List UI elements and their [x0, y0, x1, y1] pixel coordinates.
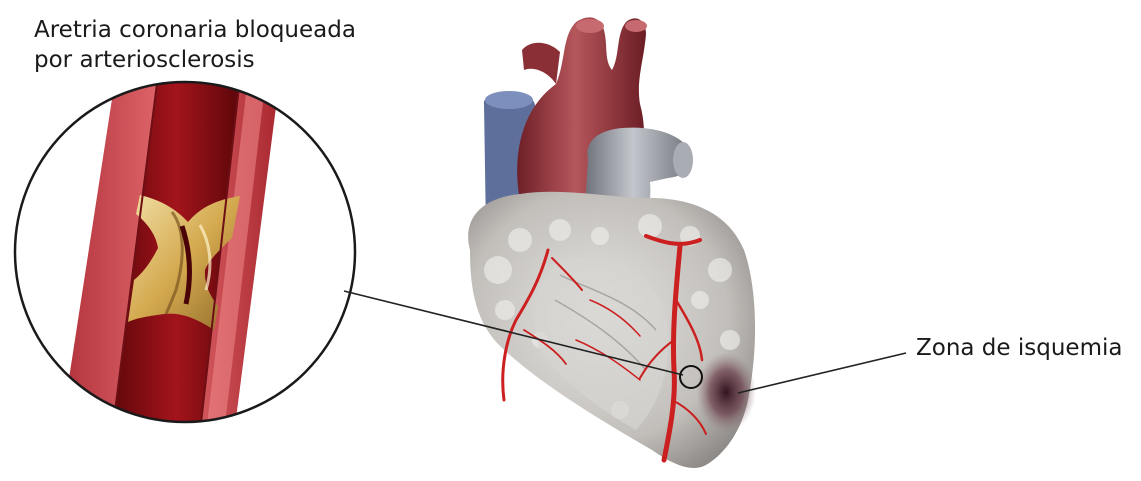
artery-label-line1: Aretria coronaria bloqueada — [34, 16, 356, 46]
artery-label: Aretria coronaria bloqueada por arterios… — [34, 16, 356, 76]
artery-label-line2: por arteriosclerosis — [34, 46, 356, 76]
heart — [468, 17, 756, 468]
callout-line-ischemia — [738, 353, 906, 393]
artery-magnification — [15, 60, 355, 450]
ischemia-zone — [696, 352, 756, 432]
ischemia-label: Zona de isquemia — [916, 334, 1122, 362]
